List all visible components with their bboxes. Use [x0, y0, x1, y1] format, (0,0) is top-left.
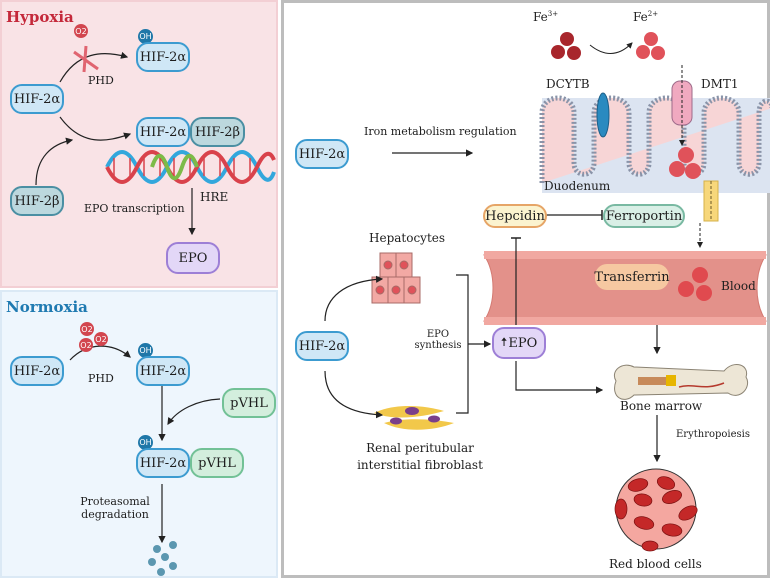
dna-helix-icon — [105, 150, 276, 184]
hepcidin-box: Hepcidin — [483, 204, 547, 228]
fibroblast-line1: Renal peritubular — [366, 441, 474, 455]
up-arrow-icon: 🠅 — [500, 334, 508, 349]
block-x-icon — [73, 45, 99, 73]
degradation-line1: Proteasomal — [80, 495, 150, 508]
bone-marrow-icon — [614, 363, 748, 400]
hif2b-complex-box: HIF-2β — [190, 117, 245, 147]
dmt1-label: DMT1 — [701, 77, 739, 91]
hif2b-box: HIF-2β — [10, 186, 64, 216]
dcytb-label: DCYTB — [546, 77, 590, 91]
hre-label: HRE — [200, 190, 229, 204]
epo-synthesis-label: EPO synthesis — [410, 329, 466, 351]
fibroblast-icon — [374, 406, 454, 430]
blood-label: Blood — [721, 279, 756, 293]
hif2a-box: HIF-2α — [10, 84, 64, 114]
proteasome-fragments-icon — [148, 541, 177, 576]
epo-synthesis-line1: EPO — [426, 329, 450, 340]
oxygen-icon: O2 — [79, 338, 93, 352]
phd-label: PHD — [88, 372, 114, 385]
arrow-pvhl-in — [167, 398, 221, 426]
ferroportin-box: Ferroportin — [603, 204, 685, 228]
fe2-ions-icon — [636, 32, 665, 60]
epo-up-text: EPO — [508, 335, 538, 351]
iron-regulation-label: Iron metabolism regulation — [364, 125, 517, 138]
hif2a-iron-box: HIF-2α — [295, 139, 349, 169]
absorbed-iron-icon — [669, 147, 701, 179]
fe3-ions-icon — [551, 32, 581, 60]
dcytb-icon — [596, 92, 610, 138]
complex-hif2a-box: HIF-2α — [136, 448, 190, 478]
hif2a-complex-box: HIF-2α — [136, 117, 190, 147]
hydroxyl-icon: OH — [138, 343, 153, 358]
hypoxia-arrows — [35, 45, 276, 236]
normoxia-panel: Normoxia O2 O2 O2 HIF-2α PHD OH HIF-2α p… — [0, 290, 278, 578]
duodenum-label: Duodenum — [544, 179, 611, 193]
rbc-label: Red blood cells — [609, 557, 702, 571]
pvhl-box: pVHL — [222, 388, 276, 418]
normoxia-title: Normoxia — [6, 298, 88, 316]
epo-up-box: 🠅EPO — [492, 327, 546, 359]
bone-marrow-label: Bone marrow — [620, 399, 703, 413]
systemic-graphics — [324, 32, 770, 552]
systemic-panel: HIF-2α Iron metabolism regulation Fe3+ F… — [281, 0, 770, 578]
hif2a-hydroxylated-box: HIF-2α — [136, 356, 190, 386]
epo-synthesis-line2: synthesis — [414, 340, 462, 351]
transferrin-box: Transferrin — [594, 264, 670, 290]
epo-transcription-label: EPO transcription — [84, 202, 185, 215]
oxygen-icon: O2 — [80, 322, 94, 336]
hif2a-epo-box: HIF-2α — [295, 331, 349, 361]
fibroblast-label: Renal peritubular interstitial fibroblas… — [340, 440, 500, 474]
complex-pvhl-box: pVHL — [190, 448, 244, 478]
arrow-hif-to-oh — [59, 51, 129, 83]
arrow-hif-to-complex — [59, 116, 132, 141]
hepatocytes-icon — [371, 252, 421, 304]
arrow-fe3-to-fe2 — [589, 42, 633, 54]
arrow-to-hepatocytes — [324, 275, 384, 322]
erythropoiesis-label: Erythropoiesis — [676, 429, 750, 440]
hypoxia-panel: Hypoxia O2 PHD — [0, 0, 278, 288]
degradation-label: Proteasomal degradation — [78, 495, 152, 521]
arrow-hifb-to-complex — [35, 137, 74, 186]
epo-synthesis-bracket — [456, 274, 490, 414]
hif2a-box: HIF-2α — [10, 356, 64, 386]
degradation-line2: degradation — [81, 508, 149, 521]
ferroportin-channel-icon — [703, 180, 719, 222]
oxygen-icon: O2 — [94, 332, 108, 346]
arrow-hif-to-oh — [69, 345, 131, 361]
hepatocytes-label: Hepatocytes — [369, 231, 446, 245]
fibroblast-line2: interstitial fibroblast — [357, 458, 483, 472]
phd-label: PHD — [88, 74, 114, 87]
hypoxia-title: Hypoxia — [6, 8, 74, 26]
epo-box: EPO — [166, 242, 220, 274]
normoxia-arrows — [69, 345, 221, 576]
duodenum-illustration — [539, 65, 770, 193]
hif2a-hydroxylated-box: HIF-2α — [136, 42, 190, 72]
fe3-label: Fe3+ — [533, 10, 559, 24]
hydroxyl-icon: OH — [138, 435, 153, 450]
red-blood-cells-icon — [614, 468, 698, 552]
arrow-to-fibroblast — [324, 370, 384, 419]
oxygen-icon: O2 — [74, 24, 88, 38]
arrow-epo-to-bone — [515, 361, 604, 394]
fe2-label: Fe2+ — [633, 10, 659, 24]
hydroxyl-icon: OH — [138, 29, 153, 44]
